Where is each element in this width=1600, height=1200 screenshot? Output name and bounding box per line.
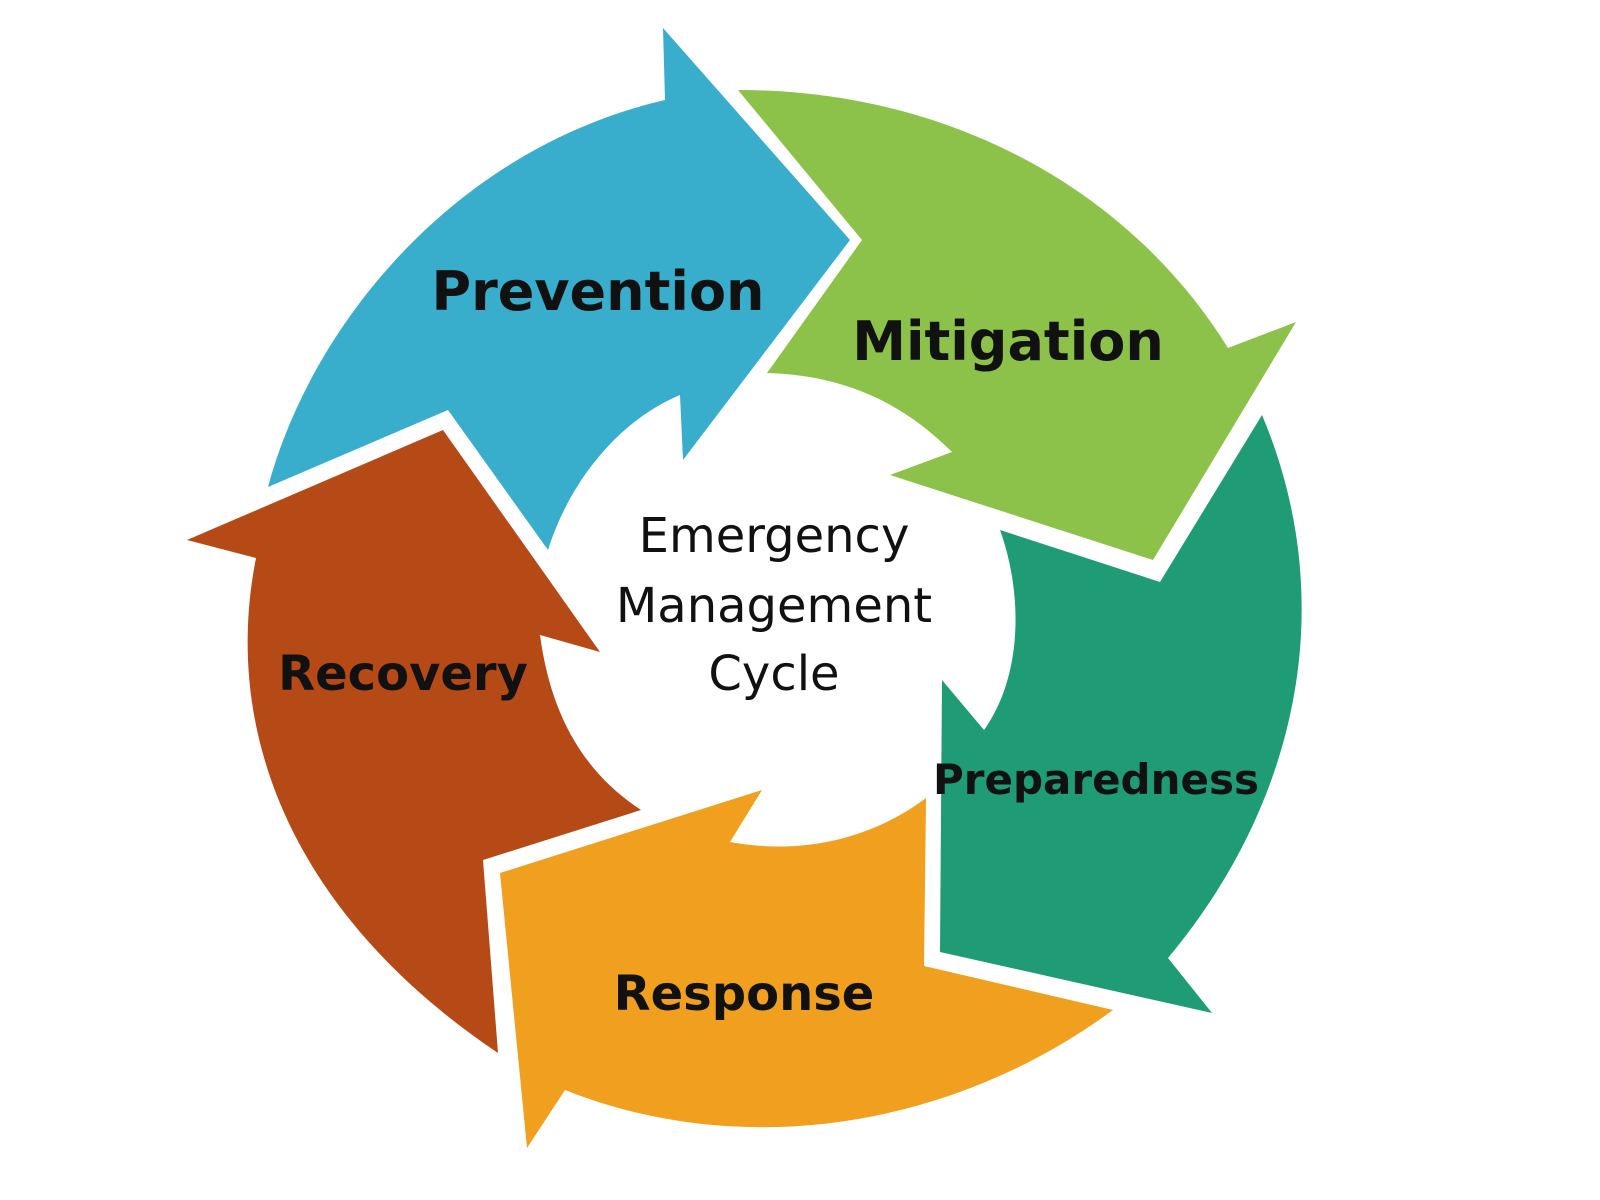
label-mitigation: Mitigation [852, 310, 1164, 373]
label-response: Response [614, 966, 875, 1022]
center-title-line3: Cycle [708, 646, 839, 702]
center-title-line1: Emergency [639, 508, 910, 564]
arrow-preparedness [940, 415, 1302, 1013]
label-preparedness: Preparedness [933, 755, 1259, 804]
arrow-recovery [187, 430, 641, 1053]
arrow-response [500, 790, 1113, 1148]
arrow-prevention [268, 28, 850, 550]
center-title-line2: Management [616, 578, 932, 634]
label-prevention: Prevention [432, 260, 765, 323]
arrow-mitigation [738, 90, 1296, 560]
label-recovery: Recovery [278, 646, 528, 702]
